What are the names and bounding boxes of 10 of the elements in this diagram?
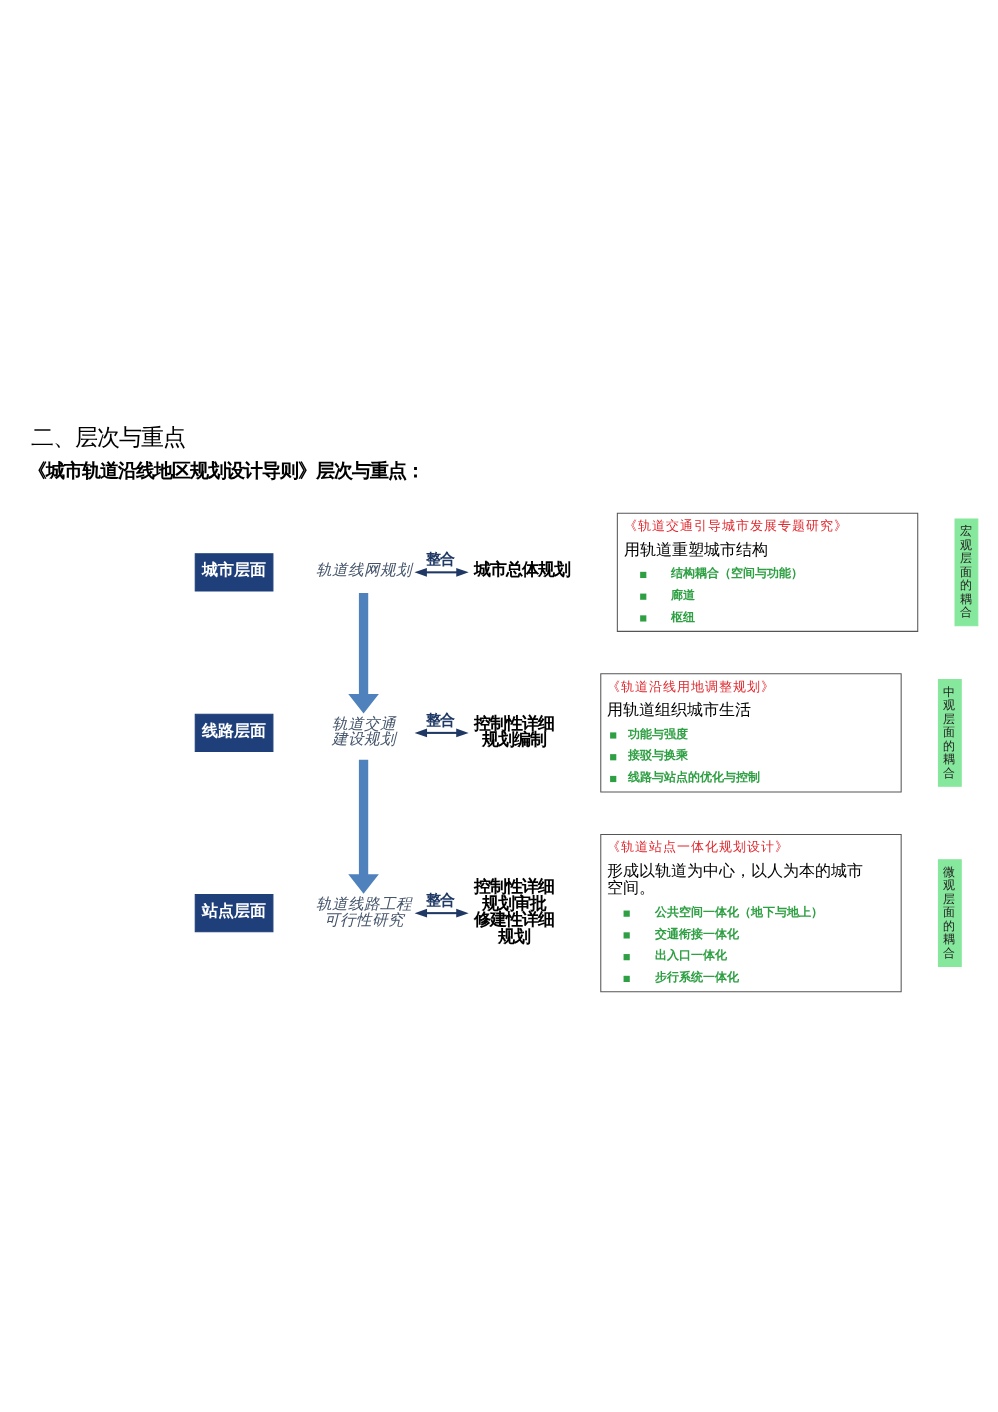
- arrow: [414, 727, 469, 737]
- diagram-title: 二、层次与重点: [30, 421, 185, 450]
- arrow: [414, 907, 469, 917]
- node-text: 控制性详细规划编制: [473, 711, 554, 749]
- node-text: 控制性详细规划审批 修建性详细规划: [473, 875, 554, 945]
- arrow: [348, 592, 379, 713]
- arrow: [348, 758, 379, 893]
- label: 《城市轨道沿线地区规划设计导则》层次与重点：: [28, 460, 425, 483]
- arrow: [414, 567, 469, 576]
- node-text: 城市总体规划: [473, 558, 570, 579]
